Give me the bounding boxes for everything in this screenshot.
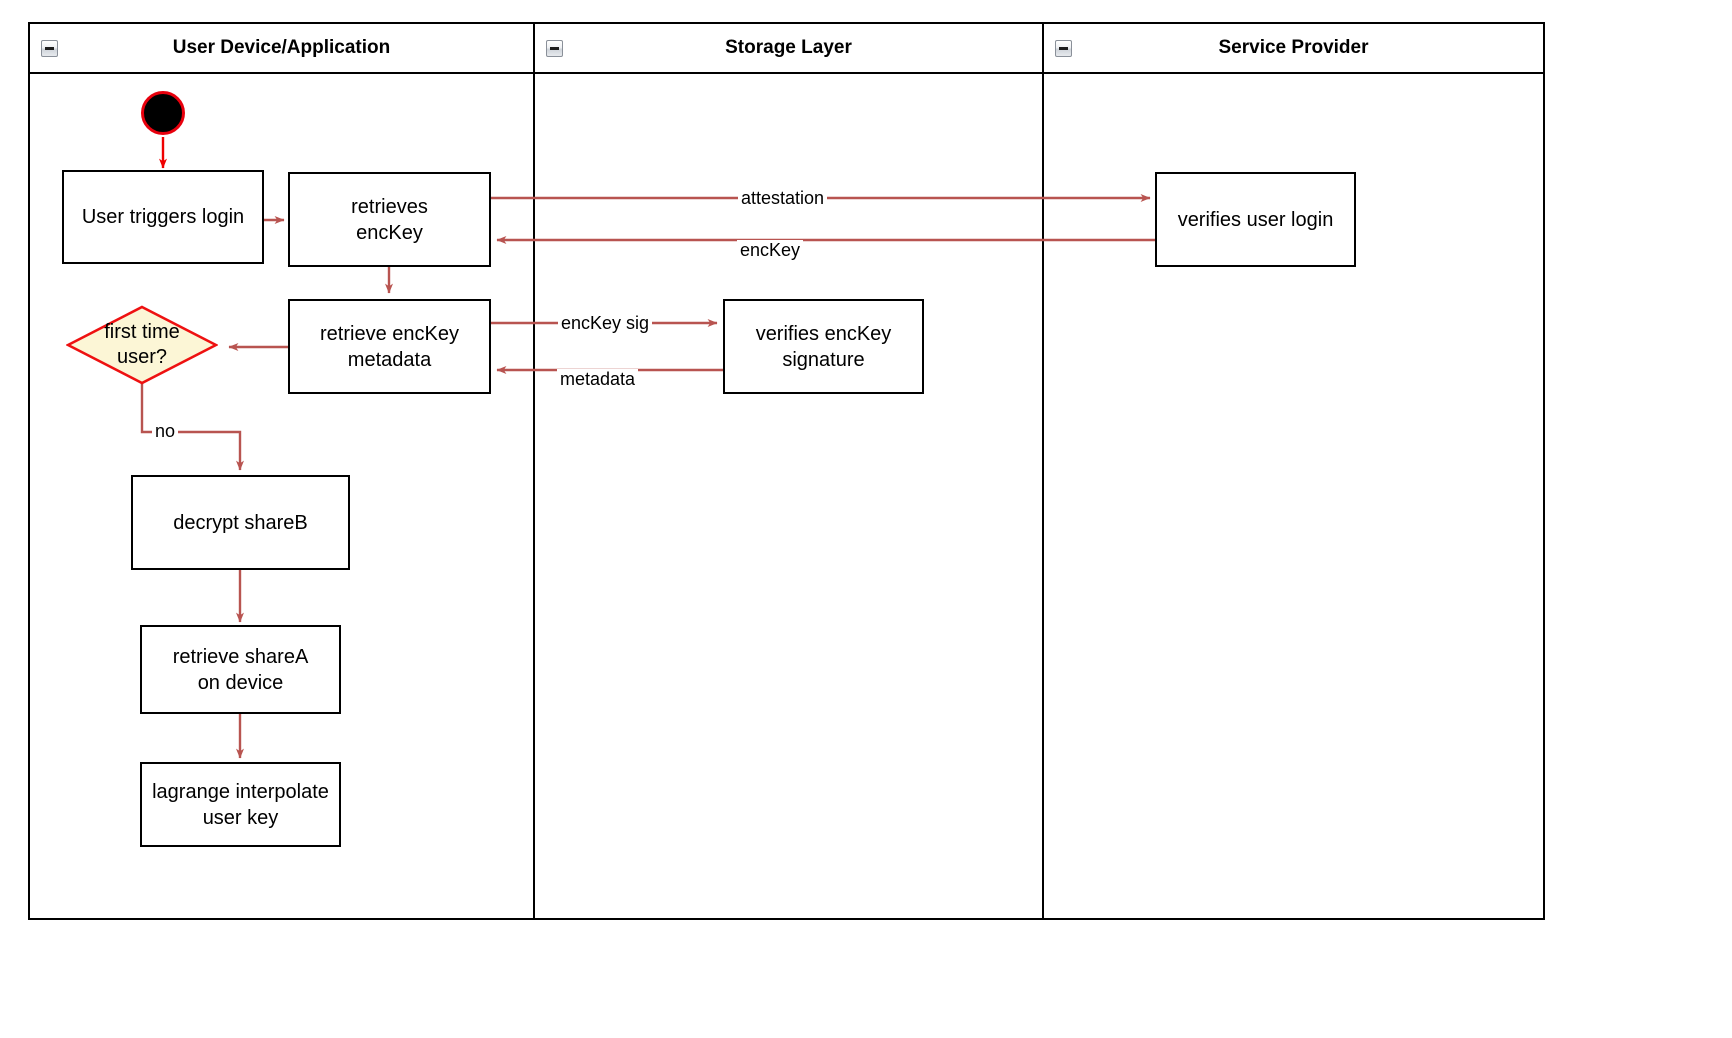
activity-label: User triggers login — [81, 206, 245, 228]
decision-label: first time user? — [104, 321, 180, 368]
activity-label: lagrange interpolate user key — [152, 780, 329, 829]
activity-label: retrieves encKey — [351, 195, 428, 244]
swimlane-user-device[interactable]: User Device/Application — [30, 24, 533, 918]
swimlane-storage-layer[interactable]: Storage Layer — [533, 24, 1042, 918]
decision-shape — [66, 305, 218, 385]
collapse-minus-icon[interactable] — [546, 40, 563, 57]
minus-glyph — [45, 47, 54, 50]
activity-label: verifies encKey signature — [755, 322, 892, 371]
activity-retrieve-sharea-on-device[interactable]: retrieve shareA on device — [140, 625, 341, 714]
lane-title-user-device: User Device/Application — [172, 37, 391, 58]
edge-label-metadata: metadata — [557, 369, 639, 389]
activity-verifies-user-login[interactable]: verifies user login — [1155, 172, 1356, 267]
activity-retrieve-enckey-metadata[interactable]: retrieve encKey metadata — [288, 299, 491, 394]
activity-decrypt-shareb[interactable]: decrypt shareB — [131, 475, 350, 570]
activity-user-triggers-login[interactable]: User triggers login — [62, 170, 264, 264]
activity-label: retrieve shareA on device — [172, 645, 309, 694]
activity-retrieves-enckey[interactable]: retrieves encKey — [288, 172, 491, 267]
edge-label-enckey: encKey — [737, 240, 804, 260]
activity-verifies-enckey-signature[interactable]: verifies encKey signature — [723, 299, 924, 394]
swimlane-service-provider[interactable]: Service Provider — [1042, 24, 1543, 918]
lane-header-storage-layer: Storage Layer — [535, 24, 1042, 74]
activity-label: verifies user login — [1177, 208, 1334, 231]
collapse-minus-icon[interactable] — [1055, 40, 1072, 57]
edge-label-enckey-sig: encKey sig — [558, 313, 653, 333]
lane-title-storage-layer: Storage Layer — [725, 37, 852, 58]
activity-label: decrypt shareB — [173, 511, 308, 534]
collapse-minus-icon[interactable] — [41, 40, 58, 57]
decision-first-time-user[interactable]: first time user? — [66, 305, 218, 385]
activity-lagrange-interpolate-user-key[interactable]: lagrange interpolate user key — [140, 762, 341, 847]
edge-label-attestation: attestation — [738, 188, 828, 208]
edge-label-no: no — [152, 421, 179, 441]
lane-header-service-provider: Service Provider — [1044, 24, 1543, 74]
initial-node[interactable] — [141, 91, 185, 135]
activity-label: retrieve encKey metadata — [320, 322, 459, 371]
minus-glyph — [1059, 47, 1068, 50]
lane-header-user-device: User Device/Application — [30, 24, 533, 74]
lane-title-service-provider: Service Provider — [1218, 37, 1369, 58]
minus-glyph — [550, 47, 559, 50]
